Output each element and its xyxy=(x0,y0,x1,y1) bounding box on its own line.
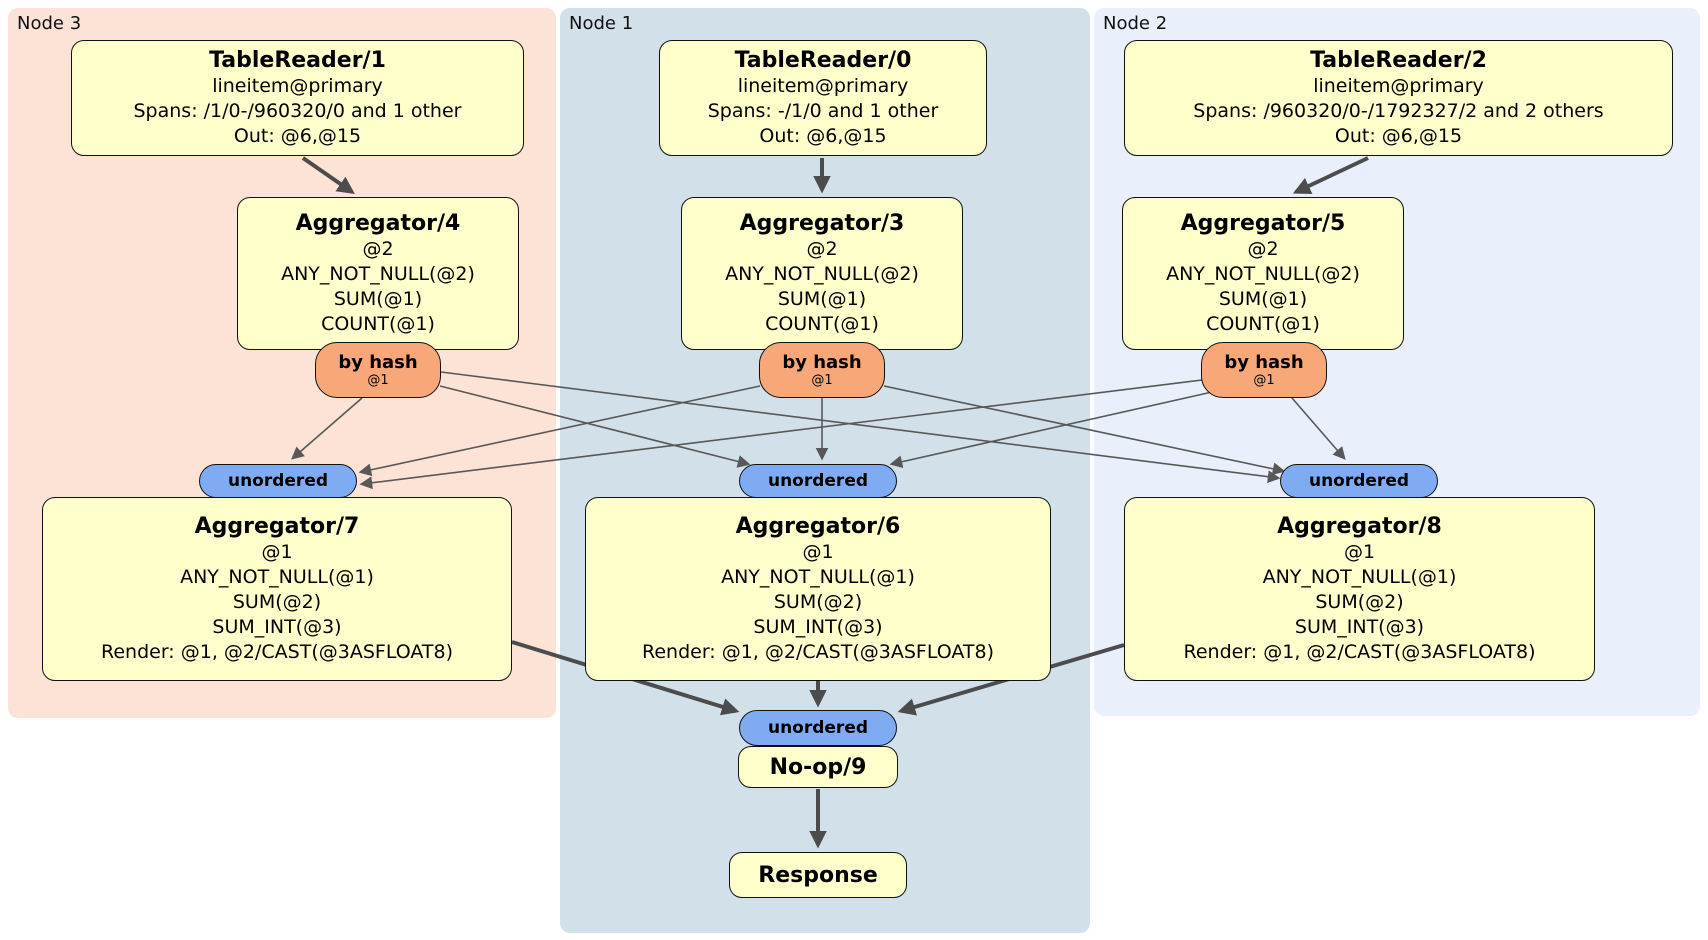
processor-detail: lineitem@primary xyxy=(1313,75,1484,97)
processor-detail: ANY_NOT_NULL(@2) xyxy=(1166,263,1360,285)
edge-byhash3-unordered-right xyxy=(883,385,1286,476)
edge-byhash5-unordered-mid xyxy=(889,391,1213,468)
processor-aggregator-6: Aggregator/6 @1 ANY_NOT_NULL(@1) SUM(@2)… xyxy=(585,497,1051,681)
processor-noop-9: No-op/9 xyxy=(738,746,898,788)
processor-detail: Spans: /960320/0-/1792327/2 and 2 others xyxy=(1193,100,1604,122)
sync-unordered-final: unordered xyxy=(739,710,897,746)
processor-detail: ANY_NOT_NULL(@2) xyxy=(281,263,475,285)
processor-detail: Out: @6,@15 xyxy=(233,125,362,147)
router-detail: @1 xyxy=(1253,372,1275,388)
sync-unordered-right: unordered xyxy=(1280,464,1438,498)
node-group-3-label: Node 3 xyxy=(17,13,82,34)
processor-detail: @2 xyxy=(1247,238,1279,260)
processor-detail: Out: @6,@15 xyxy=(1334,125,1463,147)
processor-detail: @1 xyxy=(802,541,834,563)
processor-title: No-op/9 xyxy=(769,754,867,780)
sync-unordered-mid: unordered xyxy=(739,464,897,498)
processor-detail: SUM_INT(@3) xyxy=(1294,616,1425,638)
edge-byhash5-unordered-right xyxy=(1291,397,1346,460)
processor-detail: ANY_NOT_NULL(@2) xyxy=(725,263,919,285)
router-label: by hash xyxy=(1224,351,1304,373)
sync-label: unordered xyxy=(227,471,329,491)
processor-aggregator-8: Aggregator/8 @1 ANY_NOT_NULL(@1) SUM(@2)… xyxy=(1124,497,1595,681)
processor-detail: SUM(@1) xyxy=(1218,288,1308,310)
processor-detail: Render: @1, @2/CAST(@3ASFLOAT8) xyxy=(1183,641,1536,663)
processor-title: Aggregator/3 xyxy=(739,211,905,236)
processor-detail: ANY_NOT_NULL(@1) xyxy=(1262,566,1457,588)
router-by-hash-4: by hash @1 xyxy=(315,342,441,398)
edge-byhash3-unordered-left xyxy=(358,385,761,477)
processor-title: Aggregator/7 xyxy=(194,514,360,539)
router-by-hash-3: by hash @1 xyxy=(759,342,885,398)
processor-tablereader-0: TableReader/0 lineitem@primary Spans: -/… xyxy=(659,40,987,156)
processor-detail: @1 xyxy=(1343,541,1376,563)
edge-byhash4-unordered-right xyxy=(440,371,1281,484)
processor-detail: SUM(@2) xyxy=(232,591,322,613)
node-group-1-label: Node 1 xyxy=(569,13,634,34)
processor-detail: @1 xyxy=(261,541,293,563)
processor-tablereader-1: TableReader/1 lineitem@primary Spans: /1… xyxy=(71,40,524,156)
router-label: by hash xyxy=(338,351,418,373)
processor-detail: SUM(@1) xyxy=(777,288,867,310)
processor-detail: Spans: -/1/0 and 1 other xyxy=(707,100,939,122)
router-detail: @1 xyxy=(811,372,833,388)
sync-unordered-left: unordered xyxy=(199,464,357,498)
edge-byhash4-unordered-left xyxy=(291,397,363,460)
processor-detail: Render: @1, @2/CAST(@3ASFLOAT8) xyxy=(642,641,994,663)
processor-tablereader-2: TableReader/2 lineitem@primary Spans: /9… xyxy=(1124,40,1673,156)
processor-title: TableReader/1 xyxy=(209,48,386,73)
processor-title: Aggregator/8 xyxy=(1277,514,1442,539)
processor-detail: COUNT(@1) xyxy=(765,313,879,335)
processor-detail: ANY_NOT_NULL(@1) xyxy=(180,566,374,588)
processor-title: Aggregator/6 xyxy=(735,514,901,539)
processor-detail: SUM(@2) xyxy=(773,591,863,613)
processor-title: Aggregator/4 xyxy=(295,211,461,236)
processor-detail: Spans: /1/0-/960320/0 and 1 other xyxy=(133,100,462,122)
sync-label: unordered xyxy=(767,718,869,738)
processor-detail: Render: @1, @2/CAST(@3ASFLOAT8) xyxy=(101,641,453,663)
processor-detail: SUM_INT(@3) xyxy=(212,616,342,638)
router-detail: @1 xyxy=(367,372,389,388)
processor-detail: SUM(@2) xyxy=(1315,591,1404,613)
processor-aggregator-3: Aggregator/3 @2 ANY_NOT_NULL(@2) SUM(@1)… xyxy=(681,197,963,350)
processor-detail: Out: @6,@15 xyxy=(759,125,887,147)
processor-title: TableReader/0 xyxy=(734,48,912,73)
edge-byhash4-unordered-mid xyxy=(439,385,751,468)
sync-label: unordered xyxy=(767,471,869,491)
node-group-2-label: Node 2 xyxy=(1103,13,1168,34)
processor-detail: lineitem@primary xyxy=(212,75,383,97)
processor-aggregator-4: Aggregator/4 @2 ANY_NOT_NULL(@2) SUM(@1)… xyxy=(237,197,519,350)
edge-byhash5-unordered-left xyxy=(359,379,1203,490)
processor-detail: lineitem@primary xyxy=(737,75,909,97)
processor-detail: @2 xyxy=(362,238,394,260)
processor-title: Aggregator/5 xyxy=(1180,211,1346,236)
router-label: by hash xyxy=(782,351,862,373)
processor-title: Response xyxy=(758,862,878,888)
edge-tablereader2-aggregator5 xyxy=(1292,156,1369,194)
processor-response: Response xyxy=(729,852,907,898)
router-by-hash-5: by hash @1 xyxy=(1201,342,1327,398)
processor-aggregator-5: Aggregator/5 @2 ANY_NOT_NULL(@2) SUM(@1)… xyxy=(1122,197,1404,350)
processor-detail: SUM(@1) xyxy=(333,288,423,310)
edge-tablereader1-aggregator4 xyxy=(301,156,355,195)
sync-label: unordered xyxy=(1308,471,1410,491)
processor-detail: COUNT(@1) xyxy=(321,313,435,335)
processor-aggregator-7: Aggregator/7 @1 ANY_NOT_NULL(@1) SUM(@2)… xyxy=(42,497,512,681)
processor-detail: SUM_INT(@3) xyxy=(753,616,883,638)
processor-title: TableReader/2 xyxy=(1310,48,1487,73)
processor-detail: @2 xyxy=(806,238,838,260)
processor-detail: COUNT(@1) xyxy=(1206,313,1320,335)
processor-detail: ANY_NOT_NULL(@1) xyxy=(721,566,915,588)
